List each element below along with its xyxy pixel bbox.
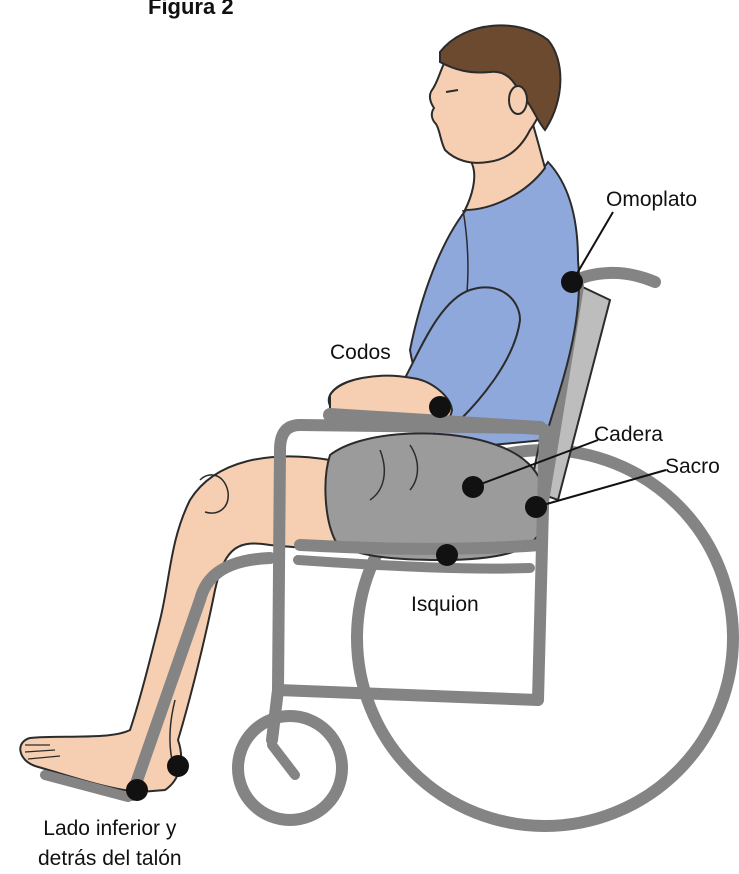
point-omoplato — [561, 271, 583, 293]
point-heel-back — [167, 755, 189, 777]
label-cadera: Cadera — [594, 423, 663, 447]
label-sacro: Sacro — [665, 455, 720, 479]
point-codos — [429, 396, 451, 418]
caster-wheel — [238, 716, 342, 820]
label-heel-line1: Lado inferior y — [38, 814, 182, 844]
label-omoplato: Omoplato — [606, 188, 697, 212]
label-isquion: Isquion — [411, 593, 479, 617]
legs — [20, 456, 345, 792]
label-heel-line2: detrás del talón — [38, 844, 182, 874]
figure-title: Figura 2 — [148, 0, 234, 20]
point-isquion — [436, 544, 458, 566]
label-codos: Codos — [330, 341, 391, 365]
point-cadera — [462, 476, 484, 498]
point-heel-bottom — [126, 779, 148, 801]
point-sacro — [525, 496, 547, 518]
label-heel: Lado inferior y detrás del talón — [38, 814, 182, 874]
